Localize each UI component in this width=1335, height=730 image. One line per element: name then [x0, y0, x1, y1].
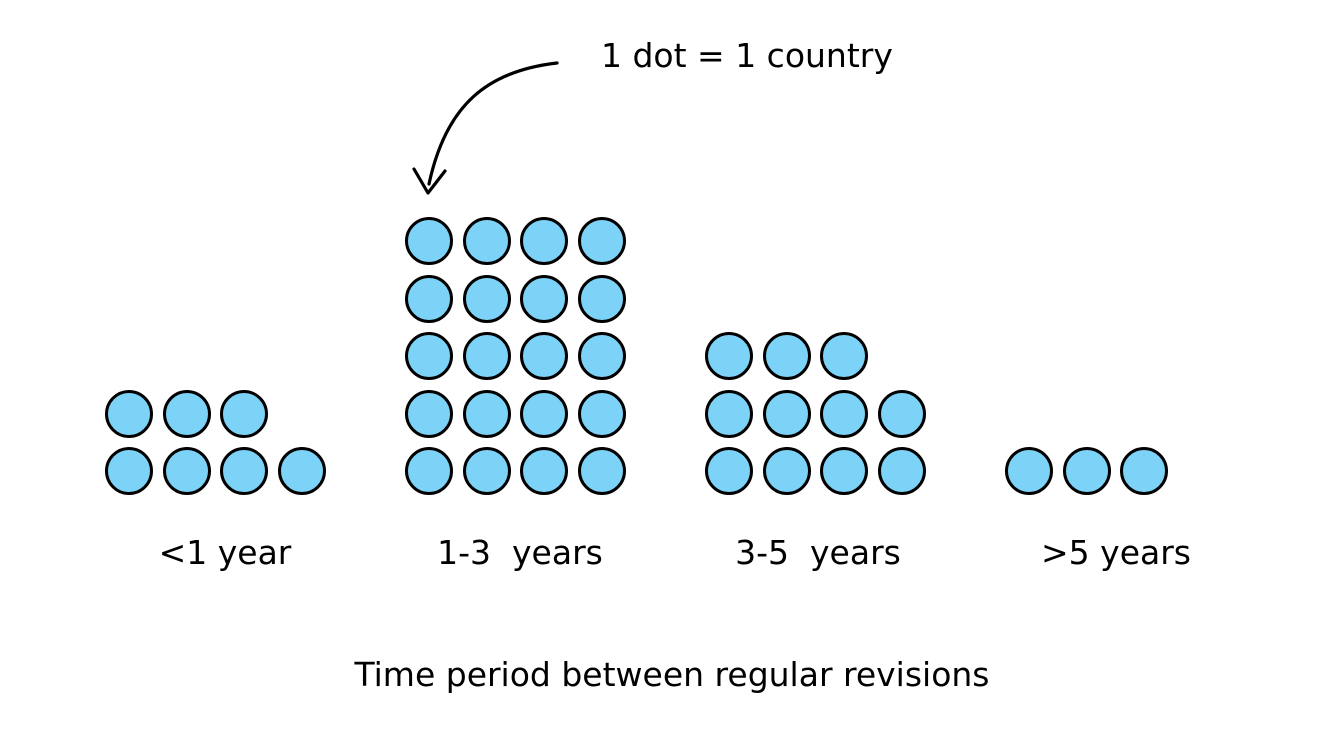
dot-icon [1062, 447, 1111, 495]
dot-icon [820, 447, 868, 495]
dot-icon [705, 447, 753, 495]
dot-row [705, 447, 926, 495]
dot-row [405, 274, 626, 323]
dot-row [405, 447, 626, 495]
dot-icon [105, 389, 153, 438]
x-axis-title: Time period between regular revisions [354, 655, 990, 694]
category-label-3: 3-5 years [735, 533, 901, 572]
dot-icon [405, 217, 453, 265]
dot-row [105, 447, 326, 495]
dot-icon [877, 447, 926, 495]
dot-icon [820, 332, 868, 380]
dot-icon [462, 274, 511, 323]
dot-icon [462, 217, 511, 265]
dot-icon [577, 332, 626, 380]
dot-icon [405, 389, 453, 438]
dot-icon [877, 389, 926, 438]
dot-icon [520, 389, 568, 438]
dot-row [105, 389, 268, 438]
dot-icon [520, 332, 568, 380]
dot-icon [220, 447, 268, 495]
dot-row [405, 217, 626, 265]
dot-group-2 [405, 217, 626, 495]
dot-icon [577, 217, 626, 265]
dot-icon [705, 332, 753, 380]
dot-icon [105, 447, 153, 495]
dot-icon [520, 217, 568, 265]
dot-icon [762, 389, 811, 438]
dot-icon [162, 447, 211, 495]
dot-row [705, 389, 926, 438]
dot-icon [1120, 447, 1168, 495]
category-label-1: <1 year [158, 533, 292, 572]
category-label-2: 1-3 years [437, 533, 603, 572]
dot-row [405, 332, 626, 380]
dot-icon [520, 447, 568, 495]
legend-annotation: 1 dot = 1 country [601, 36, 893, 75]
dot-icon [762, 447, 811, 495]
dot-icon [405, 332, 453, 380]
dot-icon [577, 447, 626, 495]
dot-icon [762, 332, 811, 380]
dot-icon [820, 389, 868, 438]
dot-icon [220, 389, 268, 438]
dot-group-1 [105, 389, 326, 495]
dot-row [705, 332, 868, 380]
category-label-4: >5 years [1041, 533, 1191, 572]
dot-icon [577, 389, 626, 438]
dot-icon [462, 332, 511, 380]
dot-row [405, 389, 626, 438]
dot-icon [462, 447, 511, 495]
dot-icon [405, 447, 453, 495]
dot-icon [462, 389, 511, 438]
dot-icon [277, 447, 326, 495]
dot-icon [705, 389, 753, 438]
dot-row [1005, 447, 1168, 495]
dot-group-4 [1005, 447, 1168, 495]
dot-group-3 [705, 332, 926, 495]
dot-icon [1005, 447, 1053, 495]
dot-icon [520, 274, 568, 323]
dot-icon [162, 389, 211, 438]
dot-icon [577, 274, 626, 323]
dot-icon [405, 274, 453, 323]
